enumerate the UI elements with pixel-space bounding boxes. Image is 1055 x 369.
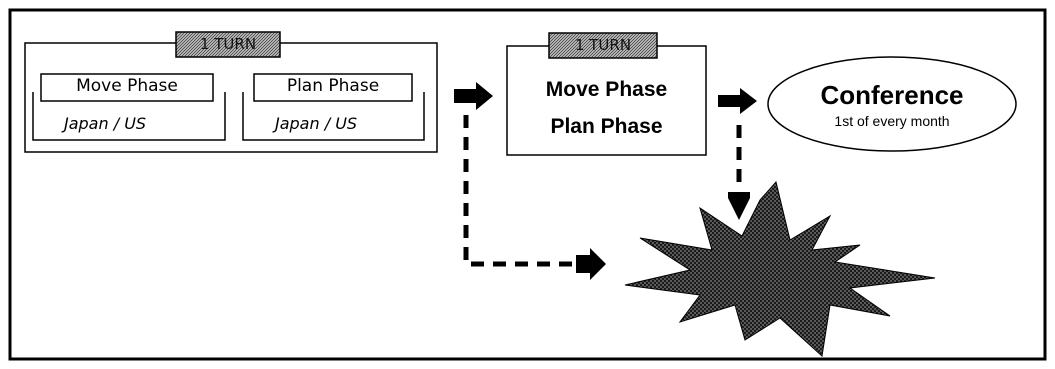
plan-phase-header <box>253 73 413 102</box>
move-phase-header <box>40 73 214 102</box>
conference-ellipse <box>767 56 1017 152</box>
arrow-into-burst-left <box>576 248 606 280</box>
merged-turn-tab <box>548 32 658 59</box>
plan-phase-title: Plan Phase <box>286 76 380 96</box>
explosion-burst <box>624 180 936 357</box>
move-phase-frame <box>32 92 226 141</box>
move-phase-title: Move Phase <box>76 76 178 96</box>
outer-frame <box>8 8 1047 361</box>
arrow-right-1 <box>454 82 493 110</box>
turn-group-tab-label: 1 TURN <box>199 35 257 53</box>
merged-move-phase: Move Phase <box>545 78 668 101</box>
move-phase-subtitle: Japan / US <box>64 114 147 133</box>
merged-plan-phase: Plan Phase <box>550 115 663 138</box>
plan-phase-subtitle: Japan / US <box>275 114 358 133</box>
merged-turn-tab-label: 1 TURN <box>574 36 632 54</box>
conference-title: Conference <box>820 80 964 110</box>
arrow-right-2 <box>718 88 757 114</box>
arrow-into-burst-top <box>728 192 750 220</box>
turn-group-tab <box>175 31 281 58</box>
dashed-connector-left <box>463 115 575 267</box>
conference-subtitle: 1st of every month <box>834 113 950 129</box>
plan-phase-frame <box>242 92 425 141</box>
